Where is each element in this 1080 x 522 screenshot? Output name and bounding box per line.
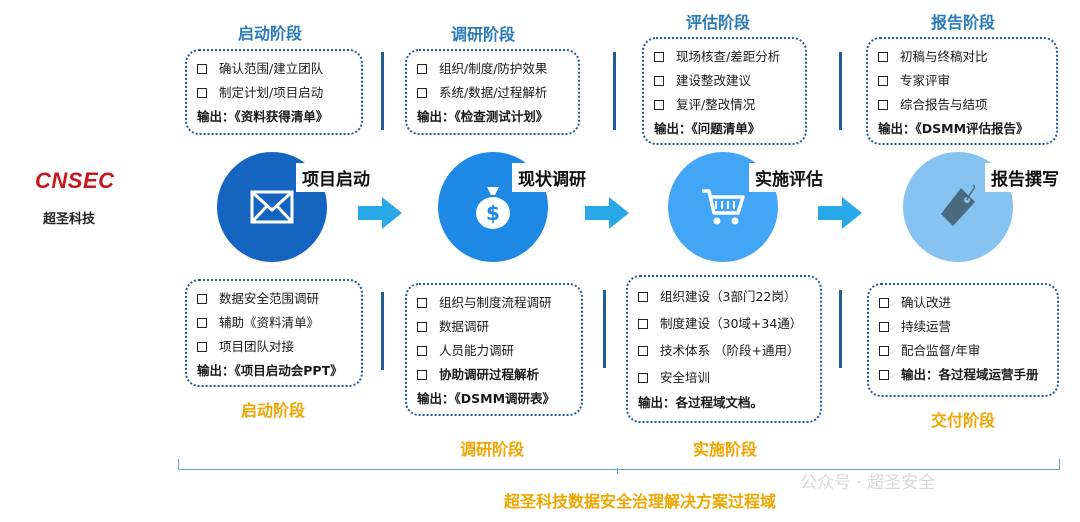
arrow-right-icon [358, 197, 402, 229]
list-item: 输出：各过程域运营手册 [879, 363, 1047, 387]
list-item: 现场核查/差距分析 [654, 45, 795, 69]
checkbox-icon [879, 322, 889, 332]
checkbox-icon [879, 346, 889, 356]
checkbox-icon [638, 372, 648, 383]
checkbox-icon [417, 346, 427, 356]
list-item: 建设整改建议 [654, 69, 795, 93]
list-item: 制度建设（30域+34通） [638, 310, 810, 337]
shopping-cart-icon [702, 189, 745, 225]
checkbox-icon [638, 318, 648, 329]
list-item: 初稿与终稿对比 [878, 45, 1046, 69]
step-circle-2: $ [438, 152, 548, 262]
checkbox-icon [197, 318, 207, 328]
checkbox-icon [654, 52, 664, 62]
svg-text:$: $ [486, 201, 500, 225]
stage-title-1: 启动阶段 [237, 24, 302, 43]
list-item: 复评/整改情况 [654, 93, 795, 117]
output-line: 输出：《检查测试计划》 [417, 109, 549, 124]
stage1-top-box: 确认范围/建立团队 制定计划/项目启动 输出：《资料获得清单》 [185, 49, 363, 135]
phase-title-2: 调研阶段 [459, 440, 524, 459]
arrow-right-icon [585, 197, 629, 229]
watermark: 公众号 · 超圣安全 [800, 473, 936, 493]
logo-mark: CNSEC [35, 168, 115, 193]
checkbox-icon [417, 298, 427, 308]
checkbox-icon [654, 76, 664, 86]
divider-line [613, 52, 616, 130]
list-item: 确认范围/建立团队 [197, 57, 351, 81]
output-line: 输出：各过程域文档。 [638, 395, 764, 410]
list-item: 组织建设（3部门22岗） [638, 283, 810, 310]
output-line: 输出：《资料获得清单》 [197, 109, 329, 124]
output-line: 输出：《DSMM评估报告》 [878, 121, 1029, 136]
step-label-3: 实施评估 [749, 163, 829, 192]
checkbox-icon [879, 298, 889, 308]
checkbox-icon [654, 100, 664, 110]
list-item: 技术体系 （阶段+通用） [638, 337, 810, 364]
checkbox-icon [878, 100, 888, 110]
step-label-4: 报告撰写 [985, 163, 1065, 192]
stage-title-2: 调研阶段 [450, 25, 515, 44]
checkbox-icon [197, 64, 207, 74]
step-label-1: 项目启动 [296, 163, 376, 192]
checkbox-icon [197, 88, 207, 98]
bottom-bracket [178, 459, 1060, 470]
company-name: 超圣科技 [43, 212, 96, 227]
checkbox-icon [417, 322, 427, 332]
footer-title: 超圣科技数据安全治理解决方案过程域 [503, 492, 776, 511]
phase-title-1: 启动阶段 [240, 401, 305, 420]
output-line: 输出：《问题清单》 [654, 121, 761, 136]
stage3-bottom-box: 组织建设（3部门22岗） 制度建设（30域+34通） 技术体系 （阶段+通用） … [626, 275, 822, 423]
checkbox-icon [197, 294, 207, 304]
money-bag-icon: $ [476, 187, 510, 229]
output-line: 输出：《DSMM调研表》 [417, 391, 556, 406]
checkbox-icon [879, 370, 889, 380]
bracket-tick [617, 468, 618, 474]
divider-line [381, 52, 384, 130]
list-item: 确认改进 [879, 291, 1047, 315]
list-item: 专家评审 [878, 69, 1046, 93]
list-item: 制定计划/项目启动 [197, 81, 351, 105]
stage4-top-box: 初稿与终稿对比 专家评审 综合报告与结项 输出：《DSMM评估报告》 [866, 37, 1058, 145]
list-item: 项目团队对接 [197, 335, 351, 359]
list-item: 数据安全范围调研 [197, 287, 351, 311]
step-label-2: 现状调研 [512, 163, 592, 192]
envelope-icon [250, 190, 294, 224]
list-item: 人员能力调研 [417, 339, 571, 363]
phase-title-3: 实施阶段 [692, 440, 757, 459]
checkbox-icon [638, 345, 648, 356]
stage2-top-box: 组织/制度/防护效果 系统/数据/过程解析 输出：《检查测试计划》 [405, 49, 580, 135]
stage1-bottom-box: 数据安全范围调研 辅助《资料清单》 项目团队对接 输出：《项目启动会PPT》 [185, 279, 363, 387]
list-item: 组织/制度/防护效果 [417, 57, 568, 81]
phase-title-4: 交付阶段 [930, 411, 995, 430]
stage-title-4: 报告阶段 [930, 13, 995, 32]
list-item: 辅助《资料清单》 [197, 311, 351, 335]
checkbox-icon [417, 88, 427, 98]
list-item: 持续运营 [879, 315, 1047, 339]
stage4-bottom-box: 确认改进 持续运营 配合监督/年审 输出：各过程域运营手册 [867, 283, 1059, 397]
list-item: 系统/数据/过程解析 [417, 81, 568, 105]
list-item: 数据调研 [417, 315, 571, 339]
divider-line [603, 290, 606, 368]
divider-line [839, 52, 842, 130]
checkbox-icon [878, 76, 888, 86]
checkbox-icon [417, 64, 427, 74]
price-tag-icon [941, 184, 976, 226]
list-item: 协助调研过程解析 [417, 363, 571, 387]
checkbox-icon [417, 370, 427, 380]
divider-line [839, 290, 842, 368]
arrow-right-icon [818, 197, 862, 229]
company-logo: CNSEC 超圣科技 [35, 168, 135, 227]
list-item: 组织与制度流程调研 [417, 291, 571, 315]
checkbox-icon [878, 52, 888, 62]
checkbox-icon [197, 342, 207, 352]
list-item: 综合报告与结项 [878, 93, 1046, 117]
list-item: 安全培训 [638, 364, 810, 391]
stage3-top-box: 现场核查/差距分析 建设整改建议 复评/整改情况 输出：《问题清单》 [642, 37, 807, 145]
list-item: 配合监督/年审 [879, 339, 1047, 363]
output-line: 输出：《项目启动会PPT》 [197, 363, 343, 378]
stage-title-3: 评估阶段 [685, 13, 750, 32]
stage2-bottom-box: 组织与制度流程调研 数据调研 人员能力调研 协助调研过程解析 输出：《DSMM调… [405, 283, 583, 416]
checkbox-icon [638, 291, 648, 302]
divider-line [381, 292, 384, 370]
